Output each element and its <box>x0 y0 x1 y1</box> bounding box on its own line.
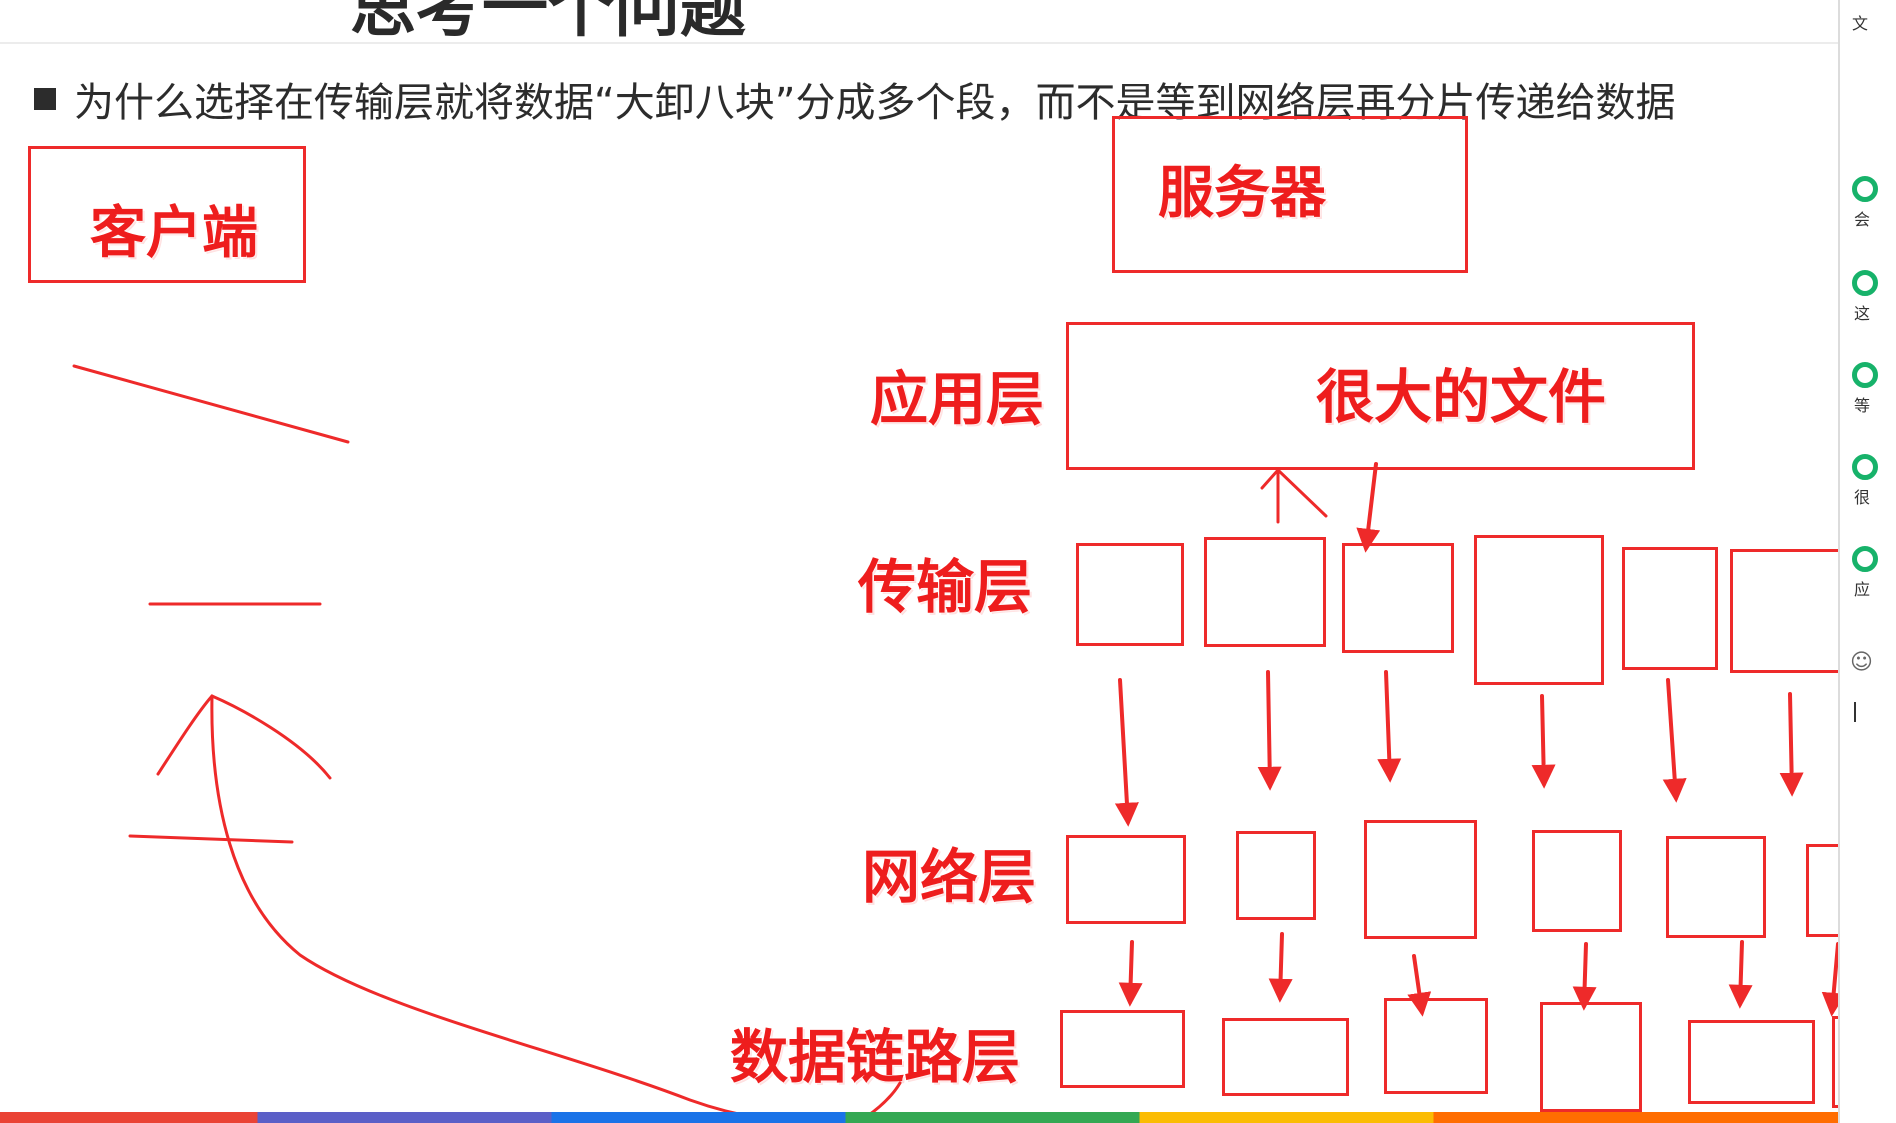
text-cursor <box>1854 702 1856 722</box>
application-layer-label: 应用层 <box>870 365 1045 433</box>
transport-segment <box>1204 537 1326 647</box>
server-box <box>1112 116 1468 273</box>
panel-comment-item[interactable]: 应 <box>1844 546 1896 599</box>
chat-bubble-icon <box>1852 454 1878 480</box>
panel-comment-item[interactable]: 这 <box>1844 270 1896 323</box>
ink-stroke <box>72 364 350 444</box>
slide-title: 思考一个问题 <box>350 0 746 46</box>
ink-stroke <box>156 694 332 780</box>
transport-segment <box>1342 543 1454 653</box>
transport-segment <box>1076 543 1184 646</box>
panel-comment-item[interactable]: 等 <box>1844 362 1896 415</box>
chat-bubble-icon <box>1852 270 1878 296</box>
network-packet <box>1806 844 1838 937</box>
down-arrow <box>1728 940 1753 1009</box>
ink-stroke <box>1260 467 1328 524</box>
chat-bubble-icon <box>1852 176 1878 202</box>
panel-comment-item[interactable]: 很 <box>1844 454 1896 507</box>
network-packet <box>1364 820 1477 939</box>
down-arrow <box>1572 942 1597 1011</box>
ink-stroke <box>210 694 822 1123</box>
chat-bubble-icon <box>1852 362 1878 388</box>
panel-comment-item[interactable]: 会 <box>1844 176 1896 229</box>
data-link-frame <box>1832 1016 1838 1108</box>
panel-comment-text: 应 <box>1854 580 1871 599</box>
side-comment-panel: 文 会 这 等 很 应 ☺ <box>1838 0 1896 1123</box>
chat-bubble-icon <box>1852 546 1878 572</box>
down-arrow <box>1118 940 1143 1007</box>
down-arrow <box>1377 670 1402 783</box>
panel-comment-text: 等 <box>1854 396 1871 415</box>
transport-segment <box>1730 549 1838 673</box>
transport-layer-label: 传输层 <box>858 553 1033 621</box>
network-packet <box>1066 835 1186 924</box>
ink-overlay <box>72 364 1838 1123</box>
panel-comment-text: 会 <box>1854 210 1871 229</box>
client-box <box>28 146 306 283</box>
smile-icon[interactable]: ☺ <box>1850 650 1873 675</box>
transport-segment <box>1474 535 1604 685</box>
down-arrow <box>1821 942 1838 1017</box>
down-arrow <box>1356 462 1381 553</box>
slide-canvas: 思考一个问题 为什么选择在传输层就将数据“大卸八块”分成多个段，而不是等到网络层… <box>0 0 1838 1123</box>
panel-top-label: 文 <box>1852 14 1869 33</box>
application-layer-box <box>1066 322 1695 470</box>
transport-segment <box>1622 547 1718 670</box>
network-layer-label: 网络层 <box>862 843 1037 911</box>
client-label: 客户端 <box>90 201 258 266</box>
bottom-color-bar <box>0 1112 1838 1123</box>
data-link-frame <box>1060 1010 1185 1088</box>
network-packet <box>1666 836 1766 938</box>
panel-comment-text: 这 <box>1854 304 1871 323</box>
server-label: 服务器 <box>1158 161 1326 226</box>
down-arrow <box>1268 932 1293 1003</box>
down-arrow <box>1779 692 1804 797</box>
bullet-square-icon <box>34 88 56 110</box>
panel-comment-text: 很 <box>1854 488 1871 507</box>
data-link-frame <box>1688 1020 1815 1104</box>
down-arrow <box>1257 670 1282 791</box>
down-arrow <box>1531 694 1556 789</box>
big-file-label: 很大的文件 <box>1316 363 1607 431</box>
ink-stroke <box>128 834 294 844</box>
down-arrow <box>1407 954 1432 1017</box>
title-divider <box>0 42 1838 44</box>
network-packet <box>1532 830 1622 932</box>
network-packet <box>1236 831 1316 920</box>
down-arrow <box>1114 678 1139 827</box>
down-arrow <box>1662 678 1687 803</box>
data-link-frame <box>1222 1018 1349 1096</box>
data-link-layer-label: 数据链路层 <box>730 1023 1021 1091</box>
data-link-frame <box>1384 998 1488 1094</box>
